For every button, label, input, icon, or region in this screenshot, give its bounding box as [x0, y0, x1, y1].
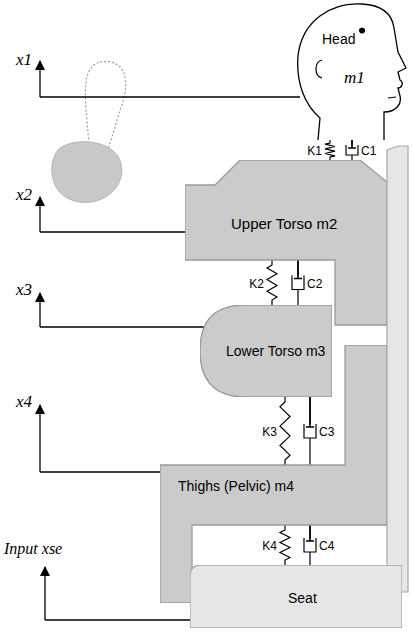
input-arrow: [44, 567, 45, 620]
displacement-label: x3: [16, 280, 32, 299]
seat-shape: [190, 565, 402, 628]
segment-label: m1: [344, 68, 365, 87]
body-segment: [185, 160, 387, 325]
stiffness-label: K3: [262, 425, 277, 439]
stiffness-label: K2: [249, 277, 264, 291]
segment-label: Seat: [288, 590, 317, 606]
damper-piston: [306, 525, 314, 541]
displacement-label: x2: [16, 185, 32, 204]
spring-symbol: [280, 397, 290, 465]
face-detail: [360, 28, 365, 33]
body-node: Seat: [190, 565, 402, 628]
head-shape: [298, 4, 406, 140]
displacement-arrow: [39, 197, 40, 232]
leader-line: [40, 96, 300, 97]
damper-piston: [306, 397, 314, 427]
body-segment: [160, 345, 387, 603]
stiffness-label: K1: [307, 144, 322, 158]
face-detail: [388, 97, 396, 98]
body-node: Lower Torso m3: [200, 305, 332, 397]
body-node: Thighs (Pelvic) m4: [160, 345, 387, 603]
leader-line: [45, 619, 190, 620]
damper-piston: [294, 260, 302, 279]
leader-line: [40, 231, 185, 232]
displacement-arrow: [39, 61, 40, 97]
damping-label: C4: [319, 539, 334, 553]
segment-label: Lower Torso m3: [226, 343, 325, 359]
damping-label: C3: [319, 425, 334, 439]
displacement-label: x4: [16, 392, 32, 411]
body-node: Upper Torso m2: [185, 160, 387, 326]
spring-symbol: [267, 260, 277, 305]
damping-label: C1: [361, 144, 376, 158]
displacement-arrow: [39, 293, 40, 327]
spring-symbol: [280, 525, 290, 565]
input-label: Input xse: [4, 540, 62, 557]
displacement-label: x1: [16, 50, 32, 69]
spring-symbol: [325, 140, 335, 160]
body-segment: [160, 345, 387, 603]
body-segment: [200, 305, 332, 397]
hand-shape: [52, 142, 122, 203]
leader-line: [40, 326, 204, 327]
segment-label: Upper Torso m2: [231, 215, 337, 232]
damping-label: C2: [307, 277, 322, 291]
body-segment: [185, 160, 387, 326]
leader-line: [40, 471, 160, 472]
damper-piston: [348, 140, 356, 148]
face-detail: [316, 60, 322, 78]
seat-back: [387, 146, 408, 592]
segment-label: Thighs (Pelvic) m4: [178, 478, 294, 494]
segment-label: Head: [322, 31, 355, 47]
displacement-arrow: [39, 405, 40, 472]
stiffness-label: K4: [262, 539, 277, 553]
body-node: Head m1: [292, 0, 408, 140]
